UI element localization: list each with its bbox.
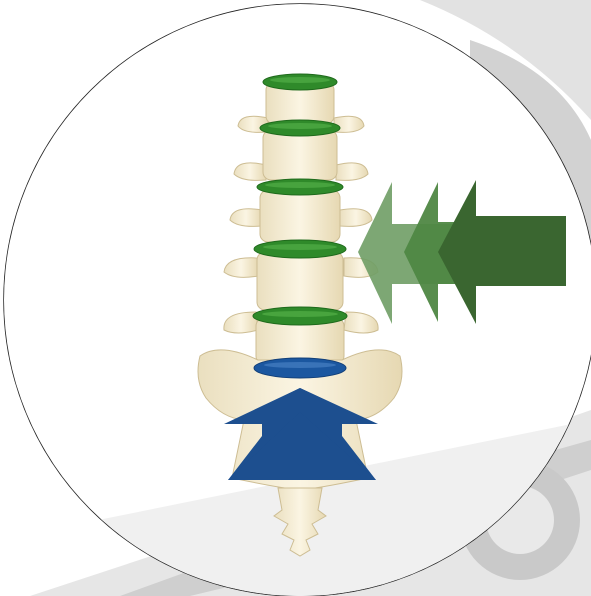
- illustration-canvas: [0, 0, 591, 596]
